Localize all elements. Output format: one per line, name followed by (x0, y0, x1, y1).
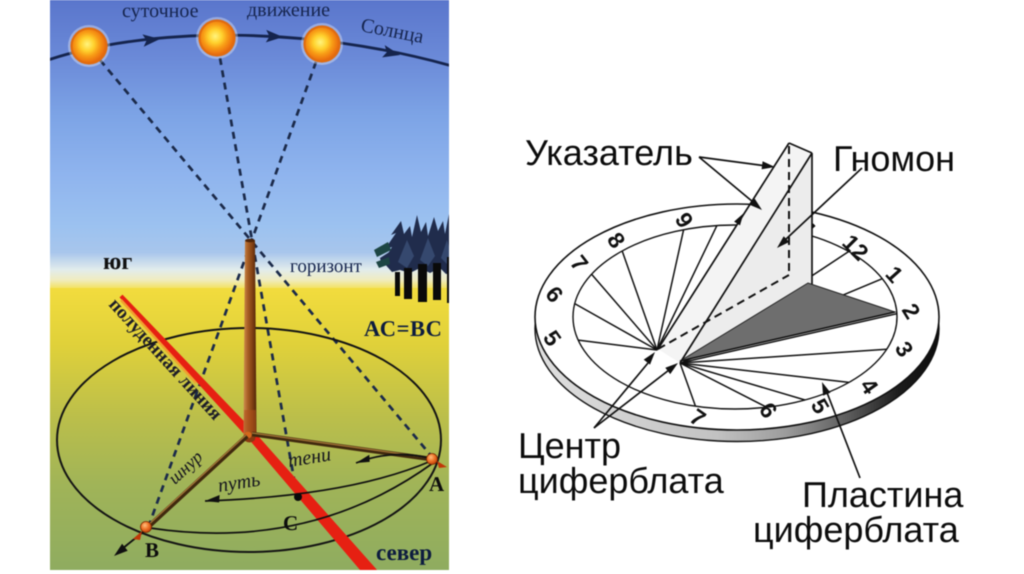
svg-text:В: В (145, 538, 159, 562)
svg-text:Пластина: Пластина (802, 474, 964, 515)
svg-text:Гномон: Гномон (833, 138, 955, 179)
svg-text:Указатель: Указатель (525, 132, 693, 173)
svg-text:движение: движение (247, 0, 330, 21)
svg-text:циферблата: циферблата (518, 460, 725, 501)
svg-text:циферблата: циферблата (753, 509, 960, 550)
svg-text:суточное: суточное (122, 0, 199, 22)
svg-text:Центр: Центр (518, 425, 621, 466)
svg-text:юг: юг (103, 249, 132, 275)
svg-text:горизонт: горизонт (290, 256, 363, 277)
svg-text:С: С (283, 511, 298, 535)
svg-text:АС=ВС: АС=ВС (364, 316, 442, 341)
svg-text:север: север (376, 540, 432, 565)
svg-text:А: А (429, 472, 445, 496)
